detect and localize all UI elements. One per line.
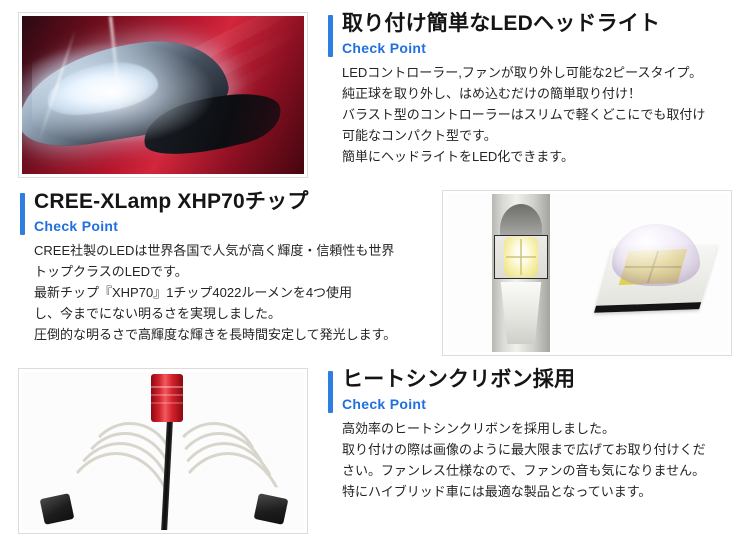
heading-block-1: 取り付け簡単なLEDヘッドライト Check Point [328, 12, 736, 57]
media-column-2 [434, 190, 750, 368]
media-column-3 [0, 368, 316, 548]
feature-section-easy-install: 取り付け簡単なLEDヘッドライト Check Point LEDコントローラー,… [0, 0, 750, 190]
heading-block-2: CREE-XLamp XHP70チップ Check Point [20, 190, 420, 235]
body-line: CREE社製のLEDは世界各国で人気が高く輝度・信頼性も世界 [34, 242, 395, 258]
text-column-1: 取り付け簡単なLEDヘッドライト Check Point LEDコントローラー,… [316, 12, 750, 190]
chip-die-divider [506, 256, 536, 258]
body-copy-2: CREE社製のLEDは世界各国で人気が高く輝度・信頼性も世界 トップクラスのLE… [34, 240, 420, 345]
bulb-lower-shaft [500, 282, 542, 344]
photo-frame-led-chip [442, 190, 732, 356]
check-point-label: Check Point [34, 217, 119, 234]
check-point-label: Check Point [342, 39, 427, 56]
text-column-3: ヒートシンクリボン採用 Check Point 高効率のヒートシンクリボンを採用… [316, 368, 750, 548]
cree-xhp70-led-chip-photo [446, 194, 728, 352]
body-line: トップクラスのLEDです。 [34, 263, 188, 279]
photo-frame-ribbon-bulb [18, 368, 308, 534]
body-copy-3: 高効率のヒートシンクリボンを採用しました。 取り付けの際は画像のように最大限まで… [342, 418, 736, 502]
body-line: 簡単にヘッドライトをLED化できます。 [342, 148, 574, 164]
feature-section-heat-sink-ribbon: ヒートシンクリボン採用 Check Point 高効率のヒートシンクリボンを採用… [0, 368, 750, 548]
body-line: バラスト型のコントローラーはスリムで軽くどこにでも取付け [342, 106, 706, 122]
body-line: さい。ファンレス仕様なので、ファンの音も気になりません。 [342, 462, 706, 478]
page-title: 取り付け簡単なLEDヘッドライト [342, 12, 661, 35]
text-column-2: CREE-XLamp XHP70チップ Check Point CREE社製のL… [0, 190, 434, 368]
body-line: 取り付けの際は画像のように最大限まで広げてお取り付けくだ [342, 441, 706, 457]
feature-section-cree-chip: CREE-XLamp XHP70チップ Check Point CREE社製のL… [0, 190, 750, 368]
red-bulb-body [151, 374, 183, 422]
photo-frame-headlight [18, 12, 308, 178]
body-line: 圧倒的な明るさで高輝度な輝きを長時間安定して発光します。 [34, 326, 397, 342]
body-line: 最新チップ『XHP70』1チップ4022ルーメンを4つ使用 [34, 284, 353, 300]
body-line: LEDコントローラー,ファンが取り外し可能な2ピースタイプ。 [342, 64, 703, 80]
body-copy-1: LEDコントローラー,ファンが取り外し可能な2ピースタイプ。 純正球を取り外し、… [342, 62, 736, 167]
check-point-label: Check Point [342, 395, 427, 412]
heat-sink-ribbon [168, 422, 260, 472]
page-title: CREE-XLamp XHP70チップ [34, 190, 309, 213]
led-dome-lens [612, 224, 700, 286]
body-line: 特にハイブリッド車には最適な製品となっています。 [342, 483, 652, 499]
accent-bar [328, 371, 333, 413]
media-column-1 [0, 12, 316, 190]
accent-bar [328, 15, 333, 57]
heading-block-3: ヒートシンクリボン採用 Check Point [328, 368, 736, 413]
red-car-led-headlight-photo [22, 16, 304, 174]
body-line: 高効率のヒートシンクリボンを採用しました。 [342, 420, 616, 436]
body-line: 可能なコンパクト型です。 [342, 127, 497, 143]
body-line: 純正球を取り外し、はめ込むだけの簡単取り付け！ [342, 85, 642, 101]
accent-bar [20, 193, 25, 235]
heat-sink-ribbon-bulb-photo [22, 372, 304, 530]
body-line: し、今までにない明るさを実現しました。 [34, 305, 282, 321]
heat-sink-ribbon [84, 422, 176, 472]
page-title: ヒートシンクリボン採用 [342, 368, 576, 391]
